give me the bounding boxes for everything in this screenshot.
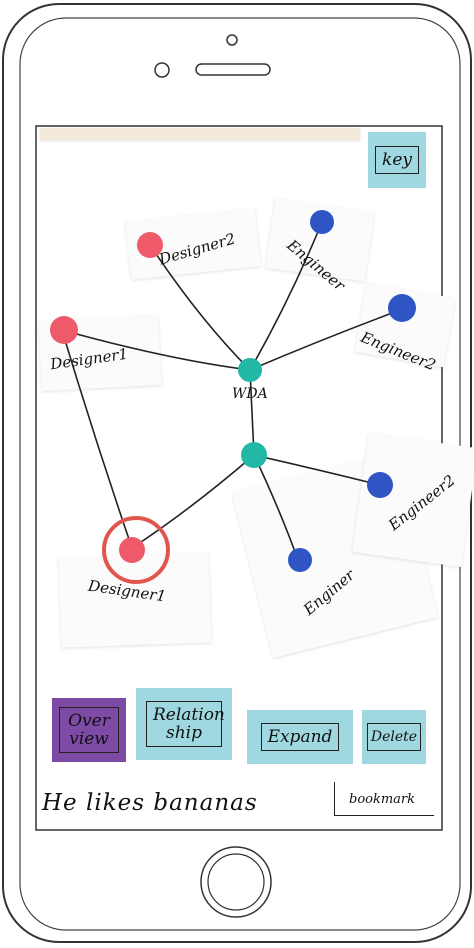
sensor-icon xyxy=(154,62,170,78)
node-engineer-top xyxy=(310,210,334,234)
node-designer1 xyxy=(50,316,78,344)
node-designer1-selected xyxy=(119,537,145,563)
delete-button[interactable]: Delete xyxy=(362,710,426,764)
edge xyxy=(253,454,381,486)
bookmark-button[interactable]: bookmark xyxy=(334,782,434,816)
expand-label: Expand xyxy=(260,723,340,751)
node-engineer-bottom xyxy=(288,548,312,572)
edge xyxy=(253,454,299,561)
expand-button[interactable]: Expand xyxy=(247,710,353,764)
node-hub-wda xyxy=(238,358,262,382)
speaker-slot xyxy=(195,63,271,76)
edge xyxy=(131,454,255,549)
node-hub-secondary xyxy=(241,442,267,468)
node-label-wda[interactable]: WDA xyxy=(232,386,268,402)
edge xyxy=(249,309,401,371)
node-designer2 xyxy=(137,232,163,258)
node-engineer2-right xyxy=(388,294,416,322)
edge xyxy=(249,369,255,456)
edge xyxy=(149,244,251,371)
bookmark-label: bookmark xyxy=(349,792,416,807)
edge xyxy=(249,221,323,371)
relationship-button[interactable]: Relation ship xyxy=(136,688,232,760)
selection-ring xyxy=(102,516,170,584)
overview-label: Over view xyxy=(59,707,119,753)
overview-button[interactable]: Over view xyxy=(52,698,126,762)
note-text: He likes bananas xyxy=(42,790,258,816)
delete-label: Delete xyxy=(366,723,422,751)
key-button[interactable]: key xyxy=(368,132,426,188)
relationship-label: Relation ship xyxy=(146,701,225,747)
paper-scrap xyxy=(40,128,360,140)
home-button-icon xyxy=(200,846,272,918)
node-engineer2-lower xyxy=(367,472,393,498)
key-label: key xyxy=(375,146,419,174)
front-camera-icon xyxy=(226,34,238,46)
edge xyxy=(61,329,251,371)
